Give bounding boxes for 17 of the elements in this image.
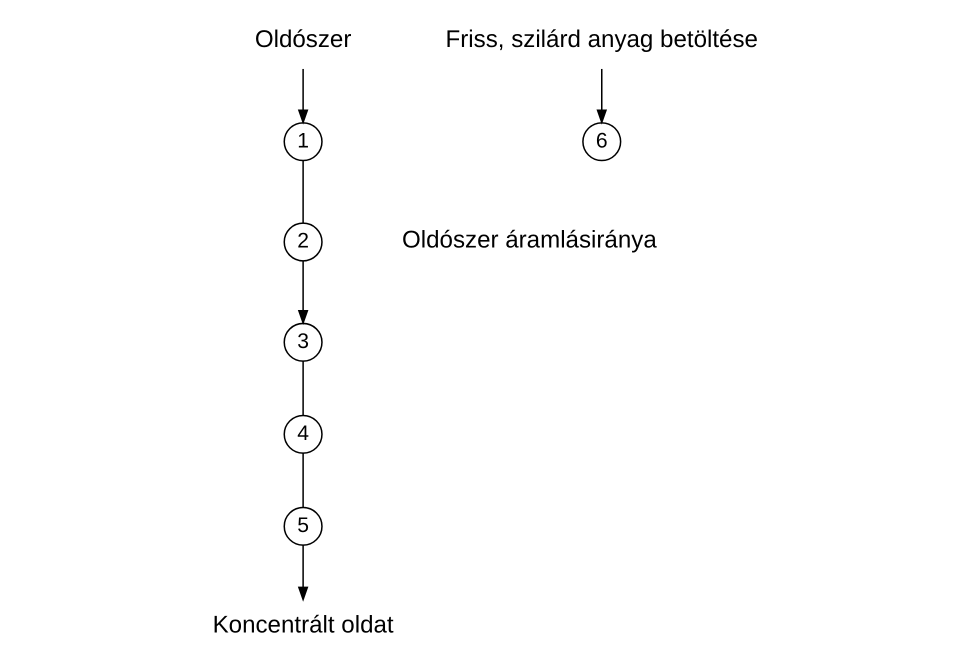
node-circle: 1 <box>283 122 322 162</box>
node-circle: 3 <box>283 322 322 362</box>
label: Oldószer áramlásiránya <box>401 226 656 254</box>
connector <box>302 361 304 416</box>
connector <box>302 160 304 223</box>
node-text: Oldószer <box>254 26 351 54</box>
node-text: Friss, szilárd anyag betöltése <box>445 26 758 54</box>
connector <box>302 453 304 508</box>
node-circle: 2 <box>283 222 322 262</box>
node-text: Koncentrált oldat <box>212 611 394 638</box>
node-circle: 5 <box>283 506 322 546</box>
node-circle: 4 <box>283 414 322 454</box>
node-circle: 6 <box>582 122 621 162</box>
arrow <box>297 68 308 125</box>
arrow <box>596 68 607 125</box>
arrow <box>297 545 308 602</box>
arrow <box>297 260 308 326</box>
